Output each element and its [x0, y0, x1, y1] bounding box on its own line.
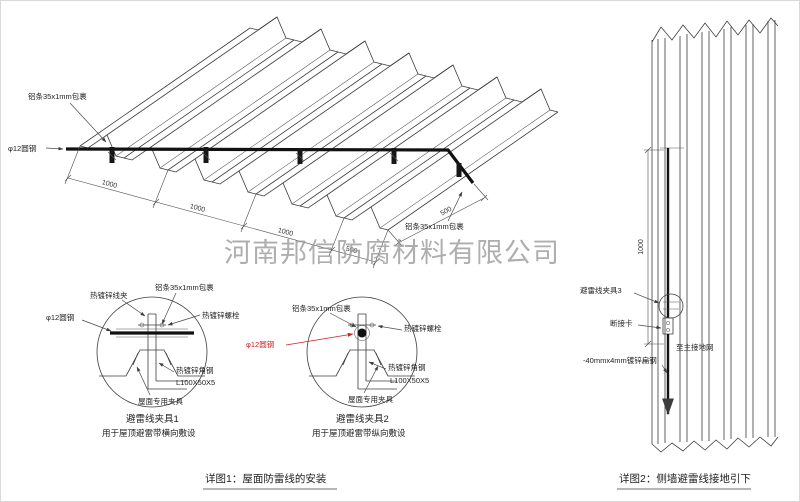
detail1-strip-label: 铝条35x1mm包裹 [155, 282, 214, 292]
roof-back-profile [249, 16, 559, 113]
wall-top-edge [651, 17, 779, 43]
detail1-subtitle: 用于屋顶避雷带横向敷设 [102, 428, 196, 438]
detail1-angle-leader [158, 362, 175, 373]
wire-clamp-hatch [107, 151, 399, 162]
roof-dim-1000-b: 1000 [189, 203, 206, 214]
roof-strip-label-top: 铝条35x1mm包裹 [28, 91, 87, 101]
roof-dim-1000-c: 1000 [277, 227, 294, 238]
detail1-strip-leader [161, 292, 177, 325]
disconnect-leader [637, 324, 662, 330]
roof-side-dim-ext [387, 183, 489, 247]
clamp3-leader [633, 292, 660, 304]
wall-dimension: 1000 [638, 146, 664, 348]
detail1-circle [96, 296, 208, 408]
clamp3-detail-circle [658, 293, 684, 319]
detail2-angle-label: 热镀锌角钢 [388, 362, 426, 372]
detail1-strip-wrap [116, 328, 188, 338]
roof-rib-lines-b [115, 37, 551, 229]
detail1-roofclamp-leader [136, 366, 151, 396]
detail1-angle-steel [147, 350, 187, 390]
roof-strip-label-right: 铝条35x1mm包裹 [405, 221, 464, 231]
flat-steel-label: -40mmx4mm镀锌扁钢 [583, 355, 657, 365]
detail1-wireclip-leader [121, 299, 146, 317]
wall-corrugation-lines [651, 20, 776, 444]
detail2-rib-profile [309, 349, 415, 377]
detail1-bolt-head [139, 322, 145, 328]
roof-round-steel-leader [45, 146, 64, 151]
roof-side-dimension: 500 [387, 183, 489, 247]
detail2-title: 避雷线夹具2 [336, 413, 389, 425]
roof-dim-1000-a: 1000 [101, 179, 118, 190]
detail2-roofclamp-leader [363, 365, 379, 394]
disconnect-bolt-bottom [666, 328, 670, 332]
roof-dimension-chain: 1000 1000 1000 500 [64, 145, 389, 269]
detail2-subtitle: 用于屋顶避雷带纵向敷设 [312, 428, 406, 438]
detail2-circle [306, 296, 418, 408]
detail1-bolt-label: 热镀锌螺栓 [202, 310, 240, 320]
wire-clamps [109, 147, 462, 177]
detail1-roundsteel-label: φ12圆钢 [46, 312, 74, 322]
detail2-angle-steel [357, 350, 397, 390]
roof-side-dim-line [397, 197, 485, 244]
roof-rib-lines-a [87, 29, 523, 221]
clamp3-symbol [663, 301, 679, 310]
roof-dim-500: 500 [345, 246, 358, 256]
detail2-angle-leader [368, 361, 387, 370]
detail1-angle-spec: L100X50X5 [176, 378, 215, 387]
clamp3-label: 避雷线夹具3 [580, 285, 622, 295]
to-ground-label: 至主接地网 [676, 342, 714, 352]
detail1-roof-clamp-hooks [132, 352, 172, 366]
roof-side-dim-label: 500 [439, 206, 453, 218]
figure1-caption: 详图1：屋面防雷线的安装 [205, 472, 327, 485]
detail2-roundsteel-label: φ12圆钢 [246, 339, 274, 349]
wall-dim-ticks [644, 146, 652, 348]
detail1-title: 避雷线夹具1 [126, 413, 179, 425]
roof-strip-right-leader [447, 191, 463, 222]
company-watermark: 河南邦信防腐材料有限公司 [224, 238, 560, 268]
lightning-wire [65, 147, 475, 184]
roof-dim-extension-lines [64, 145, 389, 269]
detail-clamp1-view: 热镀锌线夹 铝条35x1mm包裹 热镀锌螺栓 φ12圆钢 热镀锌角钢 L100X… [46, 282, 240, 438]
detail2-bolt-leader [377, 325, 403, 331]
roof-strip-top-leader [69, 102, 107, 143]
roof-dim-line [67, 177, 377, 263]
roof-isometric-view: 1000 1000 1000 500 500 铝条35x1mm包裹 铝条35x1… [8, 16, 559, 269]
detail2-roundsteel-leader [285, 332, 354, 346]
detail2-roof-clamp-hooks [342, 352, 382, 366]
wall-view: 1000 避雷线夹具3 断接卡 至主接地网 -40mmx4mm镀锌扁钢 [580, 17, 779, 453]
detail1-bolt-leader [167, 314, 201, 326]
wall-dim-ext [644, 149, 664, 345]
detail-clamp2-view: 铝条35x1mm包裹 热镀锌螺栓 φ12圆钢 热镀锌角钢 L100X50X5 屋… [246, 296, 442, 438]
detail1-roofclamp-label: 屋面专用夹具 [138, 396, 183, 406]
detail2-angle-spec: L100X50X5 [390, 376, 429, 385]
detail1-roundsteel-leader [81, 319, 112, 332]
detail2-strip-wrap [354, 325, 370, 341]
detail2-strip-label: 铝条35x1mm包裹 [292, 303, 351, 313]
detail2-strip-leader [329, 312, 357, 328]
disconnect-label: 断接卡 [610, 318, 633, 328]
detail2-bolt-nut [369, 322, 375, 328]
detail2-roofclamp-label: 屋面专用夹具 [348, 394, 393, 404]
flat-steel-leader [661, 364, 668, 374]
roof-valley-lines [79, 27, 559, 231]
detail1-wireclip-label: 热镀锌线夹 [90, 290, 128, 300]
disconnect-bolt-top [666, 321, 670, 325]
figure2-caption: 详图2：侧墙避雷线接地引下 [619, 472, 751, 485]
roof-side-dim-ticks [394, 194, 488, 247]
detail1-rib-profile [99, 349, 205, 377]
detail1-angle-label: 热镀锌角钢 [176, 365, 214, 375]
figure-captions: 详图1：屋面防雷线的安装 详图2：侧墙避雷线接地引下 [203, 472, 751, 490]
roof-round-steel-label: φ12圆钢 [8, 143, 36, 153]
detail2-bolt-label: 热镀锌螺栓 [404, 323, 442, 333]
wall-bottom-edge [651, 436, 779, 453]
detail2-wire-cross-section [357, 328, 367, 338]
roof-dim-ticks [64, 174, 380, 266]
wall-dim-label: 1000 [638, 239, 645, 255]
